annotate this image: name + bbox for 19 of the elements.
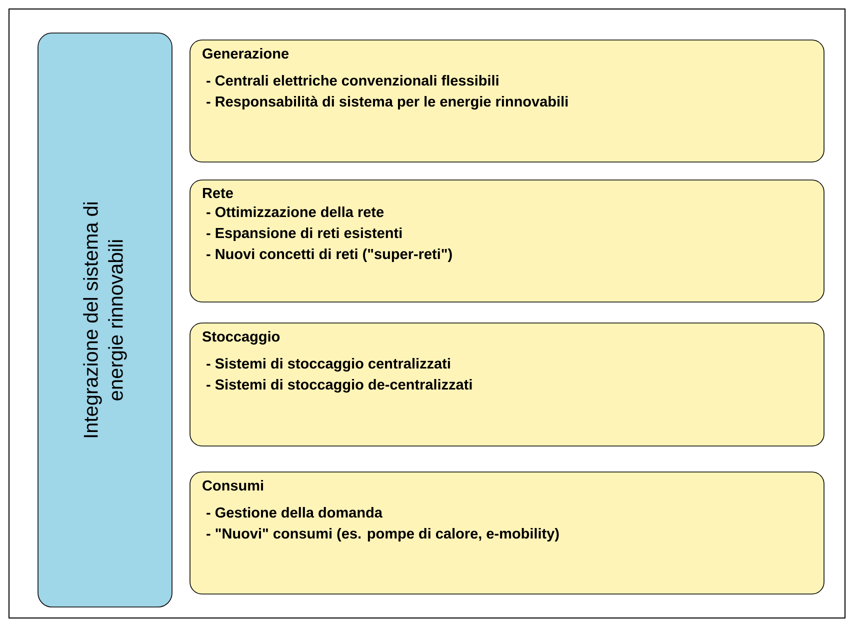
- side-box: [38, 32, 172, 608]
- box-heading: Stoccaggio: [202, 331, 280, 345]
- category-box: [190, 40, 824, 162]
- bullet-item: - Centrali elettriche convenzionali flessibili: [206, 75, 498, 86]
- bullet-item: - Sistemi di stoccaggio de-centralizzati: [206, 379, 472, 393]
- category-box: [190, 472, 824, 594]
- bullet-item: - Espansione di reti esistenti: [206, 227, 402, 241]
- category-box: [190, 180, 824, 302]
- box-heading: Rete: [202, 188, 233, 198]
- bullet-item: - Responsabilità di sistema per le energie rinnovabili: [206, 96, 568, 110]
- box-heading: Generazione: [202, 48, 289, 59]
- box-heading: Consumi: [202, 480, 264, 491]
- category-box: [190, 322, 824, 446]
- bullet-item: - Ottimizzazione della rete: [206, 206, 384, 218]
- bullet-item: - Gestione della domanda: [206, 507, 383, 518]
- bullet-item: - Nuovi concetti di reti ("super-reti"): [206, 248, 452, 262]
- bullet-item: - Sistemi di stoccaggio centralizzati: [206, 358, 450, 372]
- bullet-item: - "Nuovi" consumi (es. pompe di calore, e-mobility): [206, 528, 559, 542]
- vertical-title: Integrazione del sistema di energie rinnovabili: [83, 202, 127, 438]
